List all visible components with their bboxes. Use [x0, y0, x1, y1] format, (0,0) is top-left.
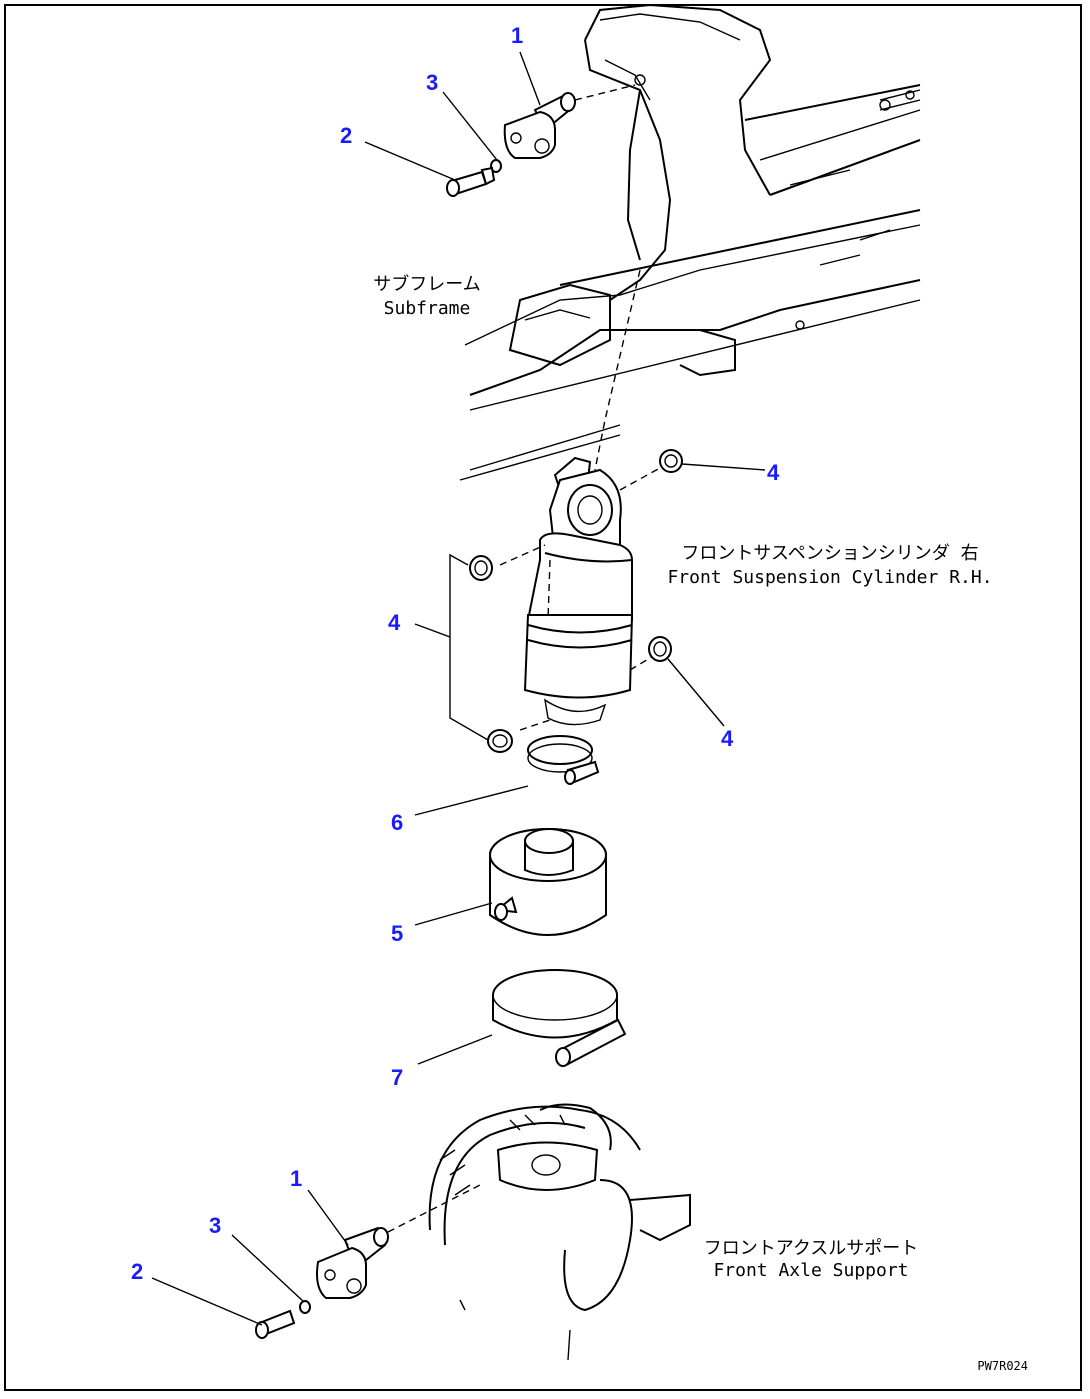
callout-5: 5 — [391, 921, 404, 946]
leader-2-bot — [151, 1277, 263, 1326]
leader-4-b — [414, 623, 451, 638]
axle-support-label-jp: フロントアクスルサポート — [703, 1238, 919, 1259]
leader-3-bot — [231, 1234, 305, 1303]
axle-support-label-en: Front Axle Support — [713, 1260, 909, 1281]
callout-3-top: 3 — [426, 70, 439, 95]
callout-4-b: 4 — [388, 610, 401, 635]
callout-4-a: 4 — [767, 460, 780, 485]
leader-6 — [414, 785, 529, 816]
callout-3-bot: 3 — [209, 1213, 222, 1238]
leader-2-top — [364, 141, 456, 181]
top-pin-assembly — [446, 84, 636, 197]
front-axle-support — [428, 1103, 691, 1361]
callout-2-bot: 2 — [131, 1259, 144, 1284]
leader-3-top — [442, 91, 498, 161]
callout-6: 6 — [391, 810, 404, 835]
centerline-top — [594, 269, 641, 471]
subframe-label-en: Subframe — [383, 298, 471, 319]
leader-1-bot — [307, 1189, 349, 1246]
leader-4-c — [667, 658, 725, 727]
callout-4-c: 4 — [721, 726, 734, 751]
leader-1-top — [519, 51, 541, 106]
callout-7: 7 — [391, 1065, 404, 1090]
bracket-4-b — [449, 553, 489, 741]
callout-1-bot: 1 — [290, 1166, 303, 1191]
bottom-pin-assembly — [255, 1184, 481, 1339]
cylinder-label-jp: フロントサスペンションシリンダ 右 — [681, 543, 979, 564]
leader-5 — [414, 902, 493, 926]
leader-4-a — [681, 463, 766, 471]
clamp-6 — [527, 735, 600, 785]
callout-1-top: 1 — [511, 23, 524, 48]
band-7 — [492, 969, 627, 1067]
callout-2-top: 2 — [340, 123, 353, 148]
subframe-label-jp: サブフレーム — [373, 274, 481, 295]
figure-code: PW7R024 — [977, 1359, 1028, 1373]
o-rings — [469, 449, 683, 753]
cylinder-label-en: Front Suspension Cylinder R.H. — [667, 567, 993, 588]
leader-7 — [417, 1034, 493, 1065]
suspension-cylinder — [499, 456, 661, 731]
drawing-frame — [4, 4, 1082, 1391]
cover-5 — [489, 828, 607, 936]
subframe-drawing — [459, 3, 921, 481]
